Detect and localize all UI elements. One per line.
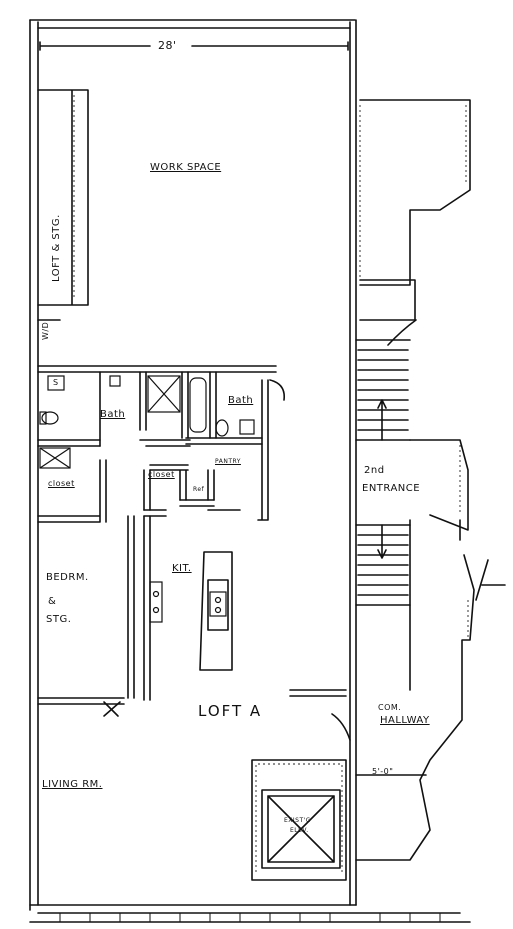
dimension-width-label: 28' (158, 39, 177, 52)
toilet-right (215, 419, 229, 437)
stair-upper (355, 339, 411, 441)
interior-wall-bath (37, 365, 277, 373)
loft-storage-label: LOFT & STG. (51, 214, 62, 282)
second-entrance-label-1: 2nd (364, 465, 385, 476)
kitchen-island (199, 551, 233, 671)
stair-lower (355, 524, 411, 606)
bay-north (359, 99, 471, 286)
kitchen-label: KIT. (172, 563, 192, 574)
s-fixture (47, 375, 65, 391)
s-box-label: S (53, 378, 59, 387)
outer-wall-west (29, 19, 39, 911)
living-room-label: LIVING RM. (42, 779, 103, 790)
work-space-label: WORK SPACE (150, 162, 222, 173)
bedroom-amp-label: & (48, 596, 57, 607)
outer-wall-east (349, 19, 357, 906)
bath-right-label: Bath (228, 395, 254, 406)
toilet-left (41, 411, 59, 425)
dimension-line (39, 41, 349, 51)
outer-wall-north (29, 19, 356, 29)
ref-label: Ref (193, 486, 205, 493)
shower (147, 375, 181, 413)
hallway-label: HALLWAY (380, 715, 430, 726)
loft-a-label: LOFT A (198, 702, 263, 720)
common-label: COM. (378, 703, 402, 712)
bay-middle (409, 439, 469, 541)
bathtub (189, 377, 207, 433)
bedroom-storage-label: STG. (46, 614, 72, 625)
loft-storage-wall (37, 89, 89, 306)
elevator-shaft (251, 759, 347, 881)
elevator-label-1: EXIST'G (284, 817, 311, 824)
elevator-label-2: ELEV. (290, 827, 309, 834)
interior-wall-kitchen (127, 515, 151, 701)
wd-label: W/D (41, 321, 50, 340)
closet-left-label: closet (48, 479, 75, 488)
range-left (149, 581, 163, 623)
closet-center-label: closet (148, 470, 175, 479)
bay-south (355, 554, 475, 861)
dimension-hall-label: 5'-0" (372, 767, 394, 776)
second-entrance-label-2: ENTRANCE (362, 483, 421, 494)
pantry-label: PANTRY (215, 458, 241, 465)
outer-wall-south (29, 904, 471, 923)
bedroom-label: BEDRM. (46, 572, 89, 583)
bath-left-label: Bath (100, 409, 126, 420)
